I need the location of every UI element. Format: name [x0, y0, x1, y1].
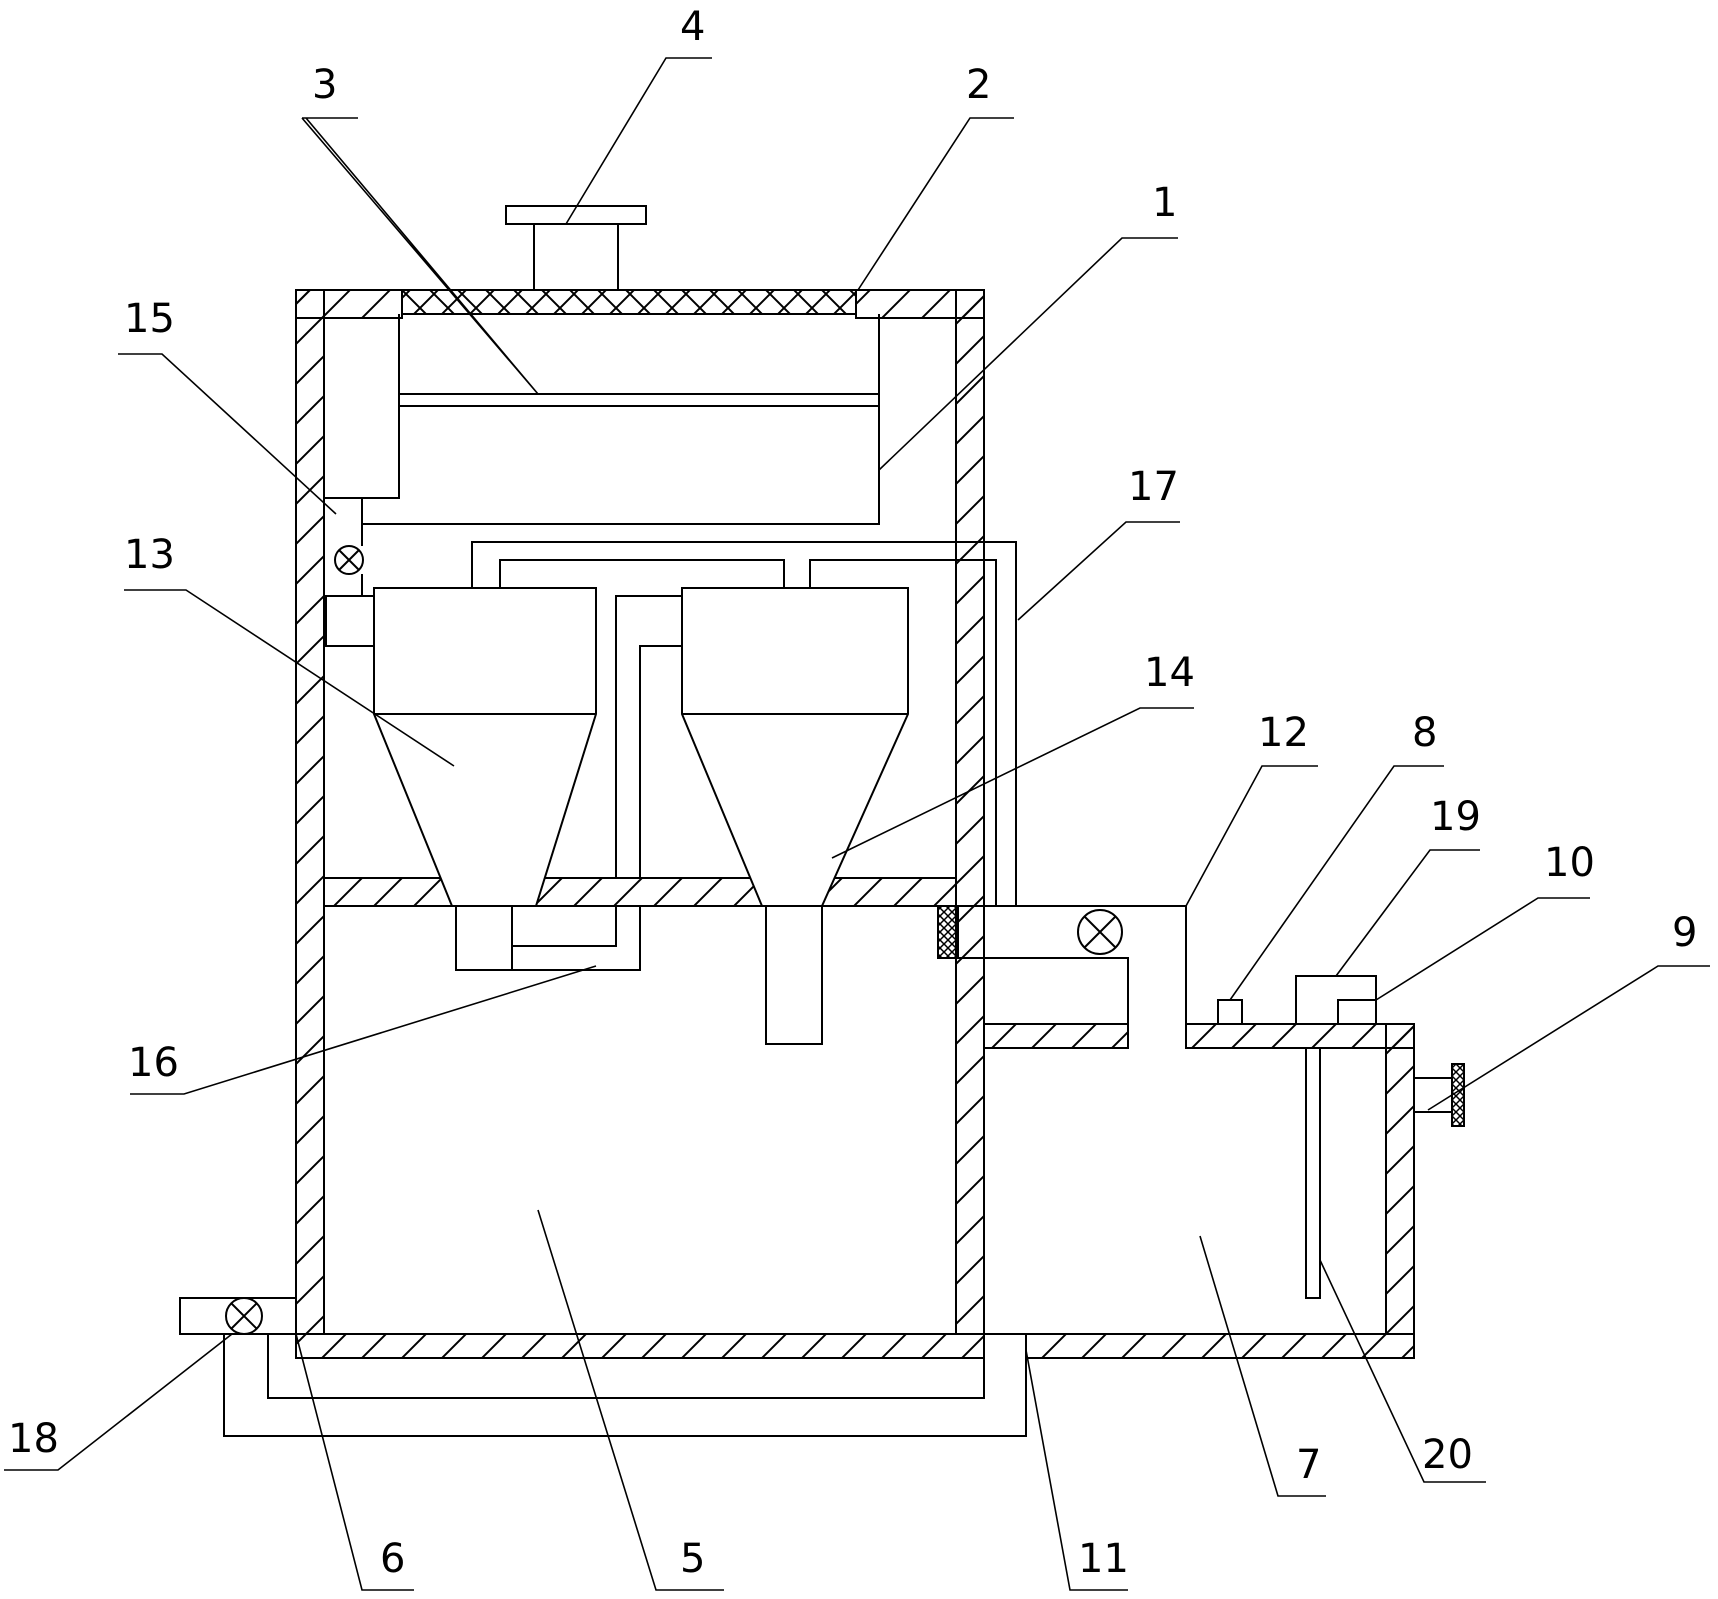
callout-labels: 4 3 2 1 15 17 13 14 12 8 19 10 9 16 18 2…	[8, 4, 1697, 1582]
bottom-pipes	[179, 1297, 1027, 1437]
main-tank	[295, 289, 985, 1359]
callout-1: 1	[1152, 180, 1177, 226]
callout-18: 18	[8, 1416, 59, 1462]
filter-box	[324, 314, 880, 530]
callout-6: 6	[380, 1536, 405, 1582]
callout-9: 9	[1672, 910, 1697, 956]
filter-lid	[401, 289, 857, 315]
callout-17: 17	[1128, 464, 1179, 510]
sensor-10	[1337, 999, 1377, 1025]
cyclone-13	[325, 587, 597, 971]
main-tank-top-right-wall	[855, 289, 985, 319]
callout-20: 20	[1422, 1432, 1473, 1478]
side-tank-top-right	[1185, 1023, 1415, 1049]
callout-5: 5	[680, 1536, 705, 1582]
callout-19: 19	[1430, 794, 1481, 840]
callout-15: 15	[124, 296, 175, 342]
callout-14: 14	[1144, 650, 1195, 696]
partition-plate	[323, 877, 957, 907]
callout-12: 12	[1258, 710, 1309, 756]
callout-13: 13	[124, 532, 175, 578]
connecting-pipe-16	[615, 595, 682, 878]
main-tank-top-left-wall	[295, 289, 403, 319]
callout-7: 7	[1296, 1442, 1321, 1488]
side-tank-right-wall	[1385, 1023, 1415, 1335]
drain-valve-9	[1413, 1063, 1465, 1127]
main-tank-bottom-wall	[295, 1333, 985, 1359]
filter-screen	[399, 393, 879, 407]
callout-11: 11	[1078, 1536, 1129, 1582]
side-tank-bottom	[1025, 1333, 1415, 1359]
callout-4: 4	[680, 4, 705, 50]
cyclone-14	[681, 587, 909, 1045]
callout-8: 8	[1412, 710, 1437, 756]
side-tank	[983, 1023, 1415, 1359]
main-tank-left-wall	[295, 289, 325, 1335]
probe-tube-20	[1305, 1047, 1321, 1299]
leader-lines	[4, 57, 1710, 1591]
overflow-pipes	[471, 541, 1017, 971]
callout-3: 3	[312, 62, 337, 108]
side-tank-top-left	[983, 1023, 1129, 1049]
level-sensor-8	[1217, 999, 1243, 1025]
vent-cap	[505, 205, 647, 291]
valve-15-icon	[334, 530, 364, 596]
callout-10: 10	[1544, 840, 1595, 886]
pipe-11	[223, 1334, 1027, 1437]
callout-16: 16	[128, 1040, 179, 1086]
callout-2: 2	[966, 62, 991, 108]
main-tank-right-wall	[955, 289, 985, 1335]
